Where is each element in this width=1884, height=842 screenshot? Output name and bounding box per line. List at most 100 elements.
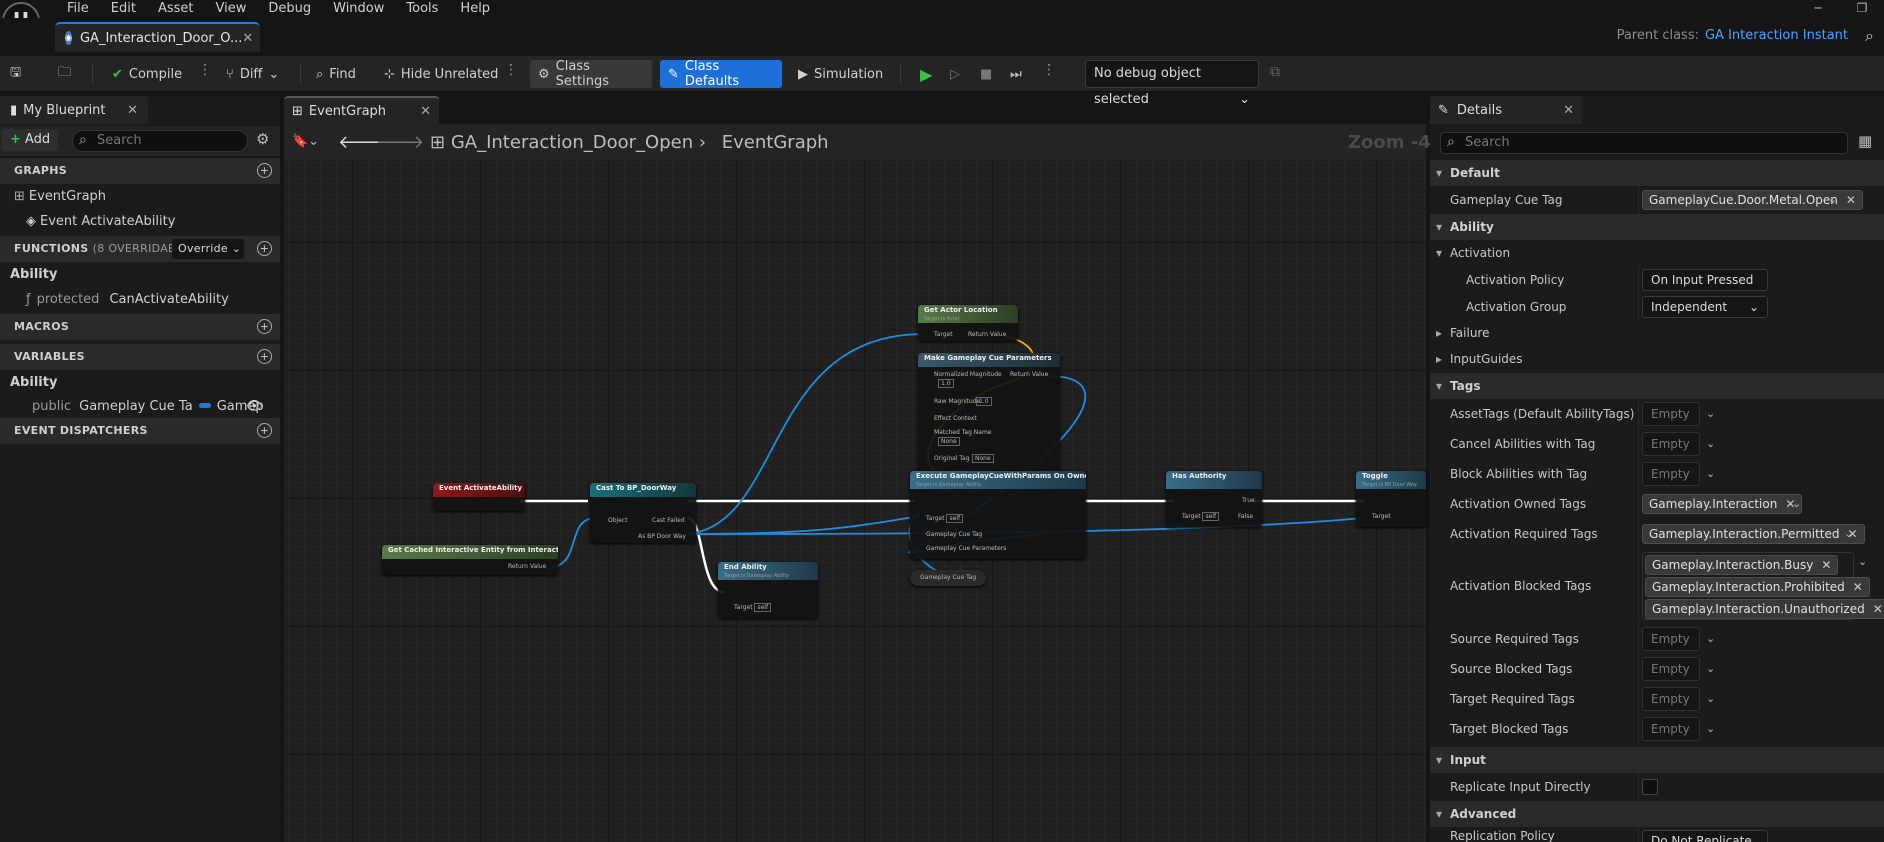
document-tab[interactable]: ◉ GA_Interaction_Door_O... ✕: [55, 22, 260, 52]
matched-field[interactable]: None: [938, 437, 960, 446]
add-button[interactable]: +Add: [2, 129, 58, 151]
chevron-down-icon[interactable]: ⌄: [1706, 467, 1716, 480]
normalized-field[interactable]: 1.0: [938, 379, 954, 388]
graph-item-eventgraph[interactable]: ⊞EventGraph: [0, 184, 280, 209]
diff-button[interactable]: ⑂Diff⌄: [218, 60, 287, 88]
section-ability[interactable]: Ability: [1430, 214, 1884, 240]
menu-view[interactable]: View: [215, 1, 247, 16]
chevron-down-icon[interactable]: ⌄: [1844, 527, 1854, 540]
menu-window[interactable]: Window: [333, 1, 385, 16]
more-options-icon[interactable]: ⋮: [504, 62, 518, 78]
graphs-section[interactable]: GRAPHS+: [0, 158, 280, 184]
my-blueprint-tab[interactable]: ▮ My Blueprint ✕: [0, 96, 148, 124]
variable-category-ability[interactable]: Ability: [10, 375, 58, 390]
chevron-down-icon[interactable]: ⌄: [1706, 437, 1716, 450]
remove-tag-icon[interactable]: ✕: [1852, 580, 1863, 594]
remove-tag-icon[interactable]: ✕: [1872, 602, 1883, 616]
tag-container-field[interactable]: Empty: [1642, 432, 1700, 456]
parent-class-link[interactable]: GA Interaction Instant: [1704, 28, 1848, 43]
restore-icon[interactable]: ❐: [1856, 1, 1868, 15]
subsection-activation[interactable]: Activation: [1430, 240, 1884, 266]
add-graph-icon[interactable]: +: [257, 163, 272, 178]
functions-section[interactable]: FUNCTIONS (8 OVERRIDABLE) Override ⌄ +: [0, 236, 280, 262]
tag-chip[interactable]: Gameplay.Interaction.Busy✕: [1645, 555, 1839, 575]
search-icon[interactable]: ⌕: [1865, 26, 1874, 45]
tag-container-field[interactable]: Empty: [1642, 627, 1700, 651]
section-advanced[interactable]: Advanced: [1430, 801, 1884, 827]
pin-target[interactable]: Target: [934, 331, 953, 338]
chevron-down-icon[interactable]: ⌄: [1706, 692, 1716, 705]
subsection-input-guides[interactable]: InputGuides: [1430, 346, 1884, 372]
tag-chip[interactable]: Gameplay.Interaction.Permitted✕: [1642, 524, 1865, 544]
menu-tools[interactable]: Tools: [406, 1, 439, 16]
resume-icon[interactable]: ▷: [950, 66, 960, 82]
function-category-ability[interactable]: Ability: [10, 267, 58, 282]
add-variable-icon[interactable]: +: [257, 349, 272, 364]
close-panel-icon[interactable]: ✕: [1563, 102, 1574, 118]
tag-container-field[interactable]: Empty: [1642, 687, 1700, 711]
minimize-icon[interactable]: ─: [1814, 1, 1822, 15]
tag-chip[interactable]: Gameplay.Interaction.Unauthorized✕: [1645, 599, 1884, 619]
event-dispatchers-section[interactable]: EVENT DISPATCHERS+: [0, 418, 280, 444]
settings-gear-icon[interactable]: ⚙: [256, 130, 270, 148]
pin-object[interactable]: Object: [608, 517, 628, 524]
tag-chip[interactable]: GameplayCue.Door.Metal.Open✕: [1642, 190, 1863, 210]
remove-tag-icon[interactable]: ✕: [1785, 497, 1796, 511]
menu-edit[interactable]: Edit: [110, 1, 136, 16]
chevron-down-icon[interactable]: ⌄: [1706, 407, 1716, 420]
tag-container-field[interactable]: Empty: [1642, 402, 1700, 426]
forward-icon[interactable]: 🡒: [376, 132, 425, 153]
pin-false[interactable]: False: [1238, 513, 1254, 520]
menu-debug[interactable]: Debug: [268, 1, 312, 16]
section-default[interactable]: Default: [1430, 160, 1884, 186]
close-tab-icon[interactable]: ✕: [420, 103, 431, 119]
pin-target[interactable]: Target: [1372, 513, 1391, 520]
override-dropdown[interactable]: Override ⌄: [172, 239, 244, 259]
add-macro-icon[interactable]: +: [257, 319, 272, 334]
breadcrumb-root[interactable]: GA_Interaction_Door_Open: [450, 132, 694, 153]
class-settings-button[interactable]: ⚙Class Settings: [530, 59, 652, 89]
pin-true[interactable]: True: [1242, 497, 1255, 504]
subsection-failure[interactable]: Failure: [1430, 320, 1884, 346]
pin-as-door[interactable]: As BP Door Way: [638, 533, 686, 540]
node-cue-tag-variable[interactable]: Gameplay Cue Tag: [910, 570, 986, 586]
node-make-cue-params[interactable]: Make Gameplay Cue Parameters Normalized …: [918, 353, 1060, 471]
pin-target[interactable]: Target self: [926, 514, 964, 523]
self-field[interactable]: self: [1202, 512, 1220, 521]
eye-icon[interactable]: 👁: [246, 399, 263, 414]
pin-target[interactable]: Target self: [734, 603, 772, 612]
node-has-authority[interactable]: Has Authority True Target self False: [1166, 471, 1262, 527]
section-tags[interactable]: Tags: [1430, 373, 1884, 399]
chevron-down-icon[interactable]: ⌄: [1706, 632, 1716, 645]
remove-tag-icon[interactable]: ✕: [1847, 527, 1858, 541]
close-tab-icon[interactable]: ✕: [242, 30, 254, 46]
close-panel-icon[interactable]: ✕: [127, 102, 138, 118]
pin-raw[interactable]: Raw Magnitude: [934, 398, 981, 405]
tag-container-field[interactable]: Empty: [1642, 462, 1700, 486]
step-icon[interactable]: ⏭: [1010, 66, 1022, 82]
details-search-input[interactable]: Search: [1440, 132, 1848, 154]
class-defaults-button[interactable]: ✎Class Defaults: [660, 59, 782, 89]
debug-filter-icon[interactable]: ⧉: [1270, 64, 1280, 80]
stop-icon[interactable]: ■: [980, 66, 993, 82]
event-item-activate[interactable]: ◈Event ActivateAbility: [0, 209, 280, 234]
menu-asset[interactable]: Asset: [157, 1, 194, 16]
node-event-activate[interactable]: Event ActivateAbility: [433, 483, 525, 511]
add-function-icon[interactable]: +: [257, 241, 272, 256]
menu-file[interactable]: File: [67, 1, 89, 16]
simulation-button[interactable]: ▶Simulation: [790, 60, 891, 88]
compile-options-icon[interactable]: ⋮: [198, 62, 212, 78]
compile-button[interactable]: ✔Compile: [104, 60, 190, 88]
chevron-down-icon[interactable]: ⌄: [1858, 555, 1868, 568]
debug-object-dropdown[interactable]: No debug object selected⌄: [1085, 60, 1259, 107]
play-icon[interactable]: ▶: [920, 64, 933, 84]
replication-policy-dropdown[interactable]: Do Not Replicate: [1642, 830, 1768, 842]
pin-return-value[interactable]: Return Value: [1010, 371, 1049, 378]
pin-cast-failed[interactable]: Cast Failed: [652, 517, 685, 524]
remove-tag-icon[interactable]: ✕: [1845, 193, 1856, 207]
tag-chip[interactable]: Gameplay.Interaction✕: [1642, 494, 1803, 514]
